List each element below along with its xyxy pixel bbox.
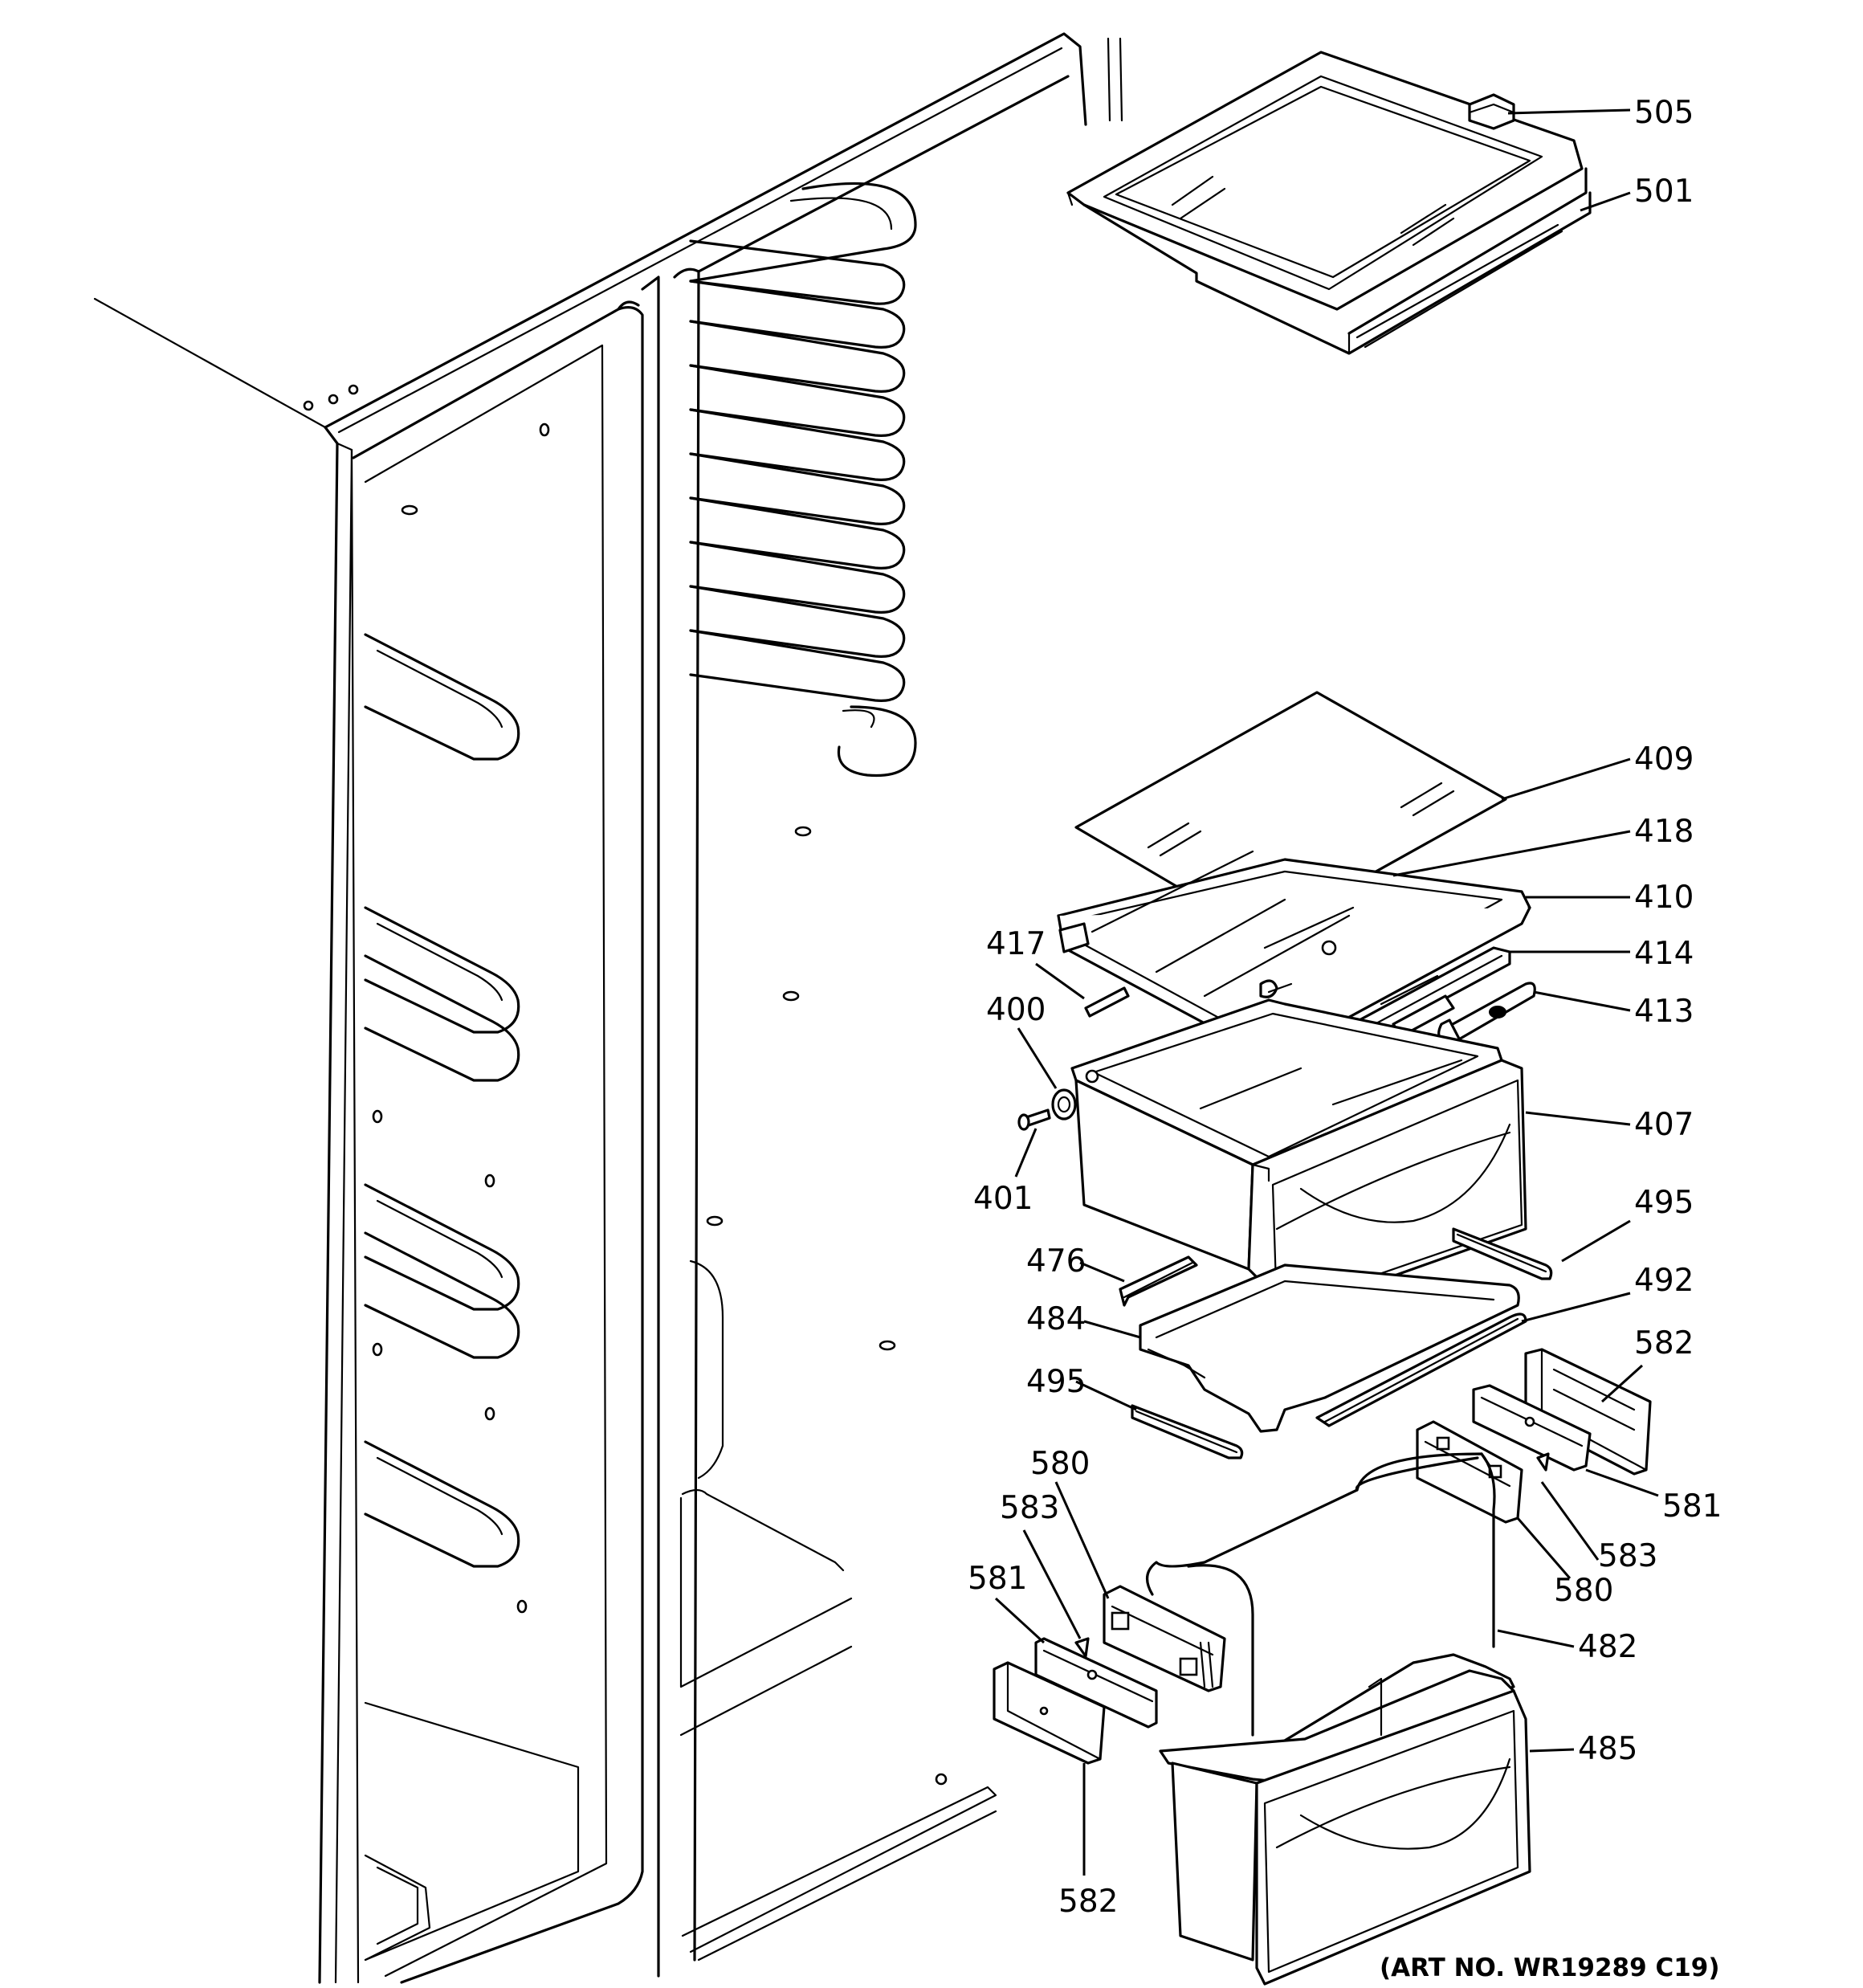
rail-476 [1119, 1255, 1198, 1307]
screw-583-left [1074, 1637, 1090, 1658]
callout-407: 407 [1634, 1107, 1694, 1143]
bracket-582-left [993, 1661, 1106, 1765]
leader-lines [994, 108, 1659, 1876]
callout-492: 492 [1634, 1263, 1694, 1299]
freezer-shelf-rails [689, 182, 917, 778]
pan-cover-484 [1139, 1263, 1520, 1433]
callout-583-left: 583 [1000, 1490, 1059, 1526]
screw-401 [1017, 1108, 1051, 1131]
callout-505: 505 [1634, 95, 1694, 131]
bin-485 [1159, 1653, 1531, 1986]
callout-582-right: 582 [1634, 1325, 1694, 1361]
refrigerator-cabinet [93, 32, 1123, 1984]
callout-401: 401 [973, 1181, 1033, 1217]
bracket-581-right [1472, 1384, 1592, 1472]
callout-581-right: 581 [1662, 1488, 1722, 1525]
callout-484: 484 [1026, 1301, 1086, 1337]
art-number: (ART NO. WR19289 C19) [1380, 1953, 1720, 1982]
wire-frame-482 [1146, 1452, 1496, 1737]
callout-580-left: 580 [1030, 1446, 1090, 1482]
callout-582-left: 582 [1058, 1884, 1118, 1920]
callout-583-right: 583 [1598, 1538, 1657, 1574]
callout-495-upper: 495 [1634, 1185, 1694, 1221]
callout-409: 409 [1634, 741, 1694, 778]
callout-476: 476 [1026, 1243, 1086, 1280]
callout-485: 485 [1578, 1731, 1637, 1767]
callout-labels: 505 501 409 418 410 414 413 417 400 401 … [968, 95, 1722, 1982]
bracket-580-left [1103, 1585, 1226, 1692]
callout-417: 417 [986, 926, 1046, 962]
callout-410: 410 [1634, 880, 1694, 916]
callout-482: 482 [1578, 1629, 1637, 1665]
roller-400 [1051, 1088, 1077, 1121]
screw-583-right [1536, 1452, 1550, 1472]
callout-414: 414 [1634, 936, 1694, 972]
rail-495-lower [1131, 1404, 1244, 1459]
crisper-drawer-407 [1070, 998, 1527, 1319]
fresh-food-shelf-rails [364, 423, 948, 1786]
shelf-stop-505 [1468, 93, 1515, 130]
callout-580-right: 580 [1554, 1573, 1613, 1609]
callout-495-lower: 495 [1026, 1364, 1086, 1400]
crisper-cover-frame-410 [1057, 850, 1531, 1074]
shelf-assembly-501 [1066, 51, 1592, 355]
crisper-rail-417 [1084, 986, 1130, 1018]
callout-400: 400 [986, 992, 1046, 1028]
callout-501: 501 [1634, 173, 1694, 210]
callout-418: 418 [1634, 814, 1694, 850]
callout-413: 413 [1634, 994, 1694, 1030]
rail-495-upper [1452, 1227, 1553, 1280]
callout-581-left: 581 [968, 1561, 1027, 1597]
